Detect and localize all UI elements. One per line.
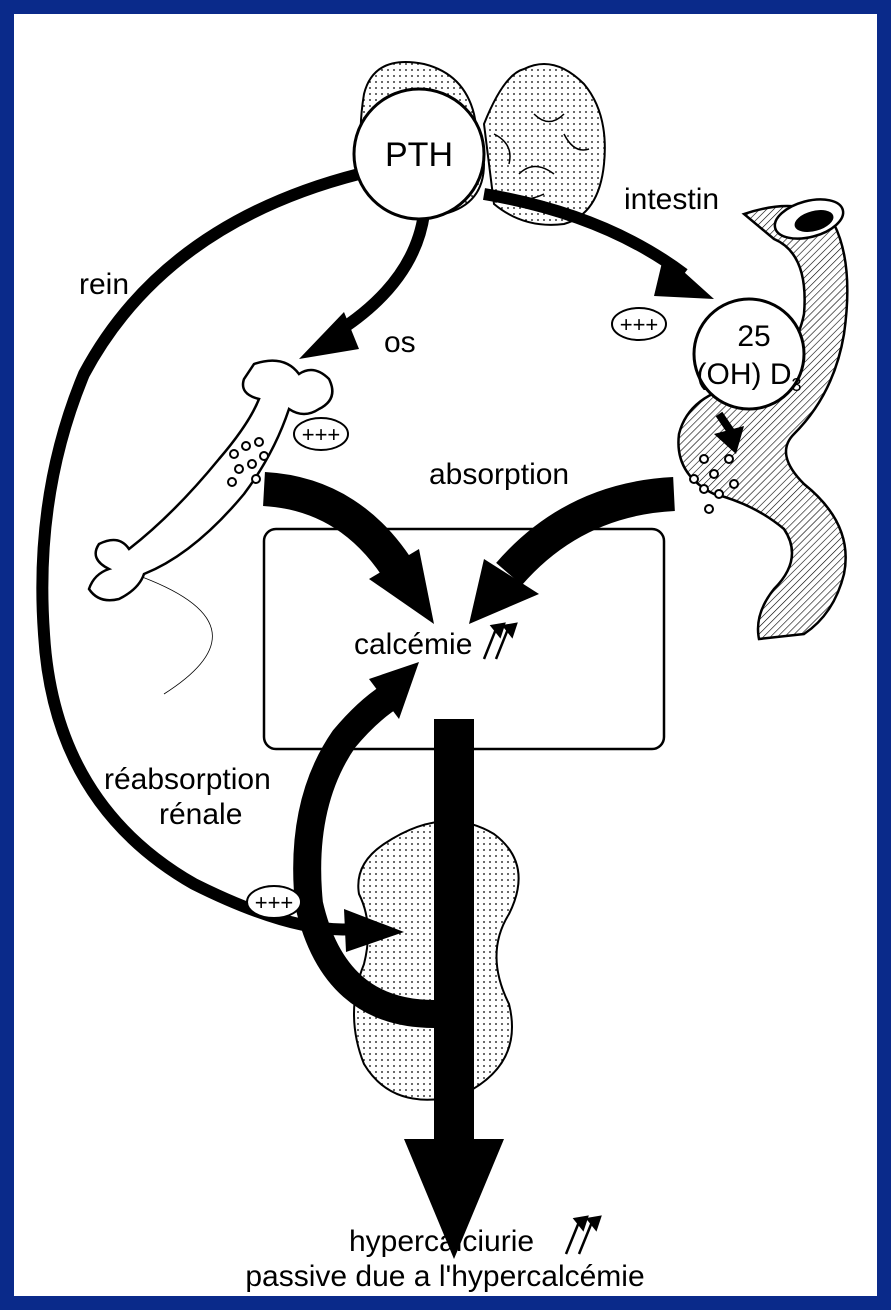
diagram-frame: PTH 25 (OH) D3 +++ +++ +++ intestin rein… <box>14 14 877 1296</box>
svg-text:+++: +++ <box>302 422 341 447</box>
diagram-canvas: PTH 25 (OH) D3 +++ +++ +++ intestin rein… <box>14 14 877 1296</box>
arrow-urine-shaft <box>434 719 474 1149</box>
arrow-os <box>334 214 424 334</box>
label-calcemie: calcémie <box>354 628 472 661</box>
plus-badge-intestin: +++ <box>612 308 666 340</box>
svg-text:+++: +++ <box>255 890 294 915</box>
vitd-circle <box>694 299 804 409</box>
label-passive: passive due a l'hypercalcémie <box>245 1260 644 1293</box>
label-os: os <box>384 326 416 359</box>
label-reabsorption-1: réabsorption <box>104 763 271 796</box>
label-absorption: absorption <box>429 458 569 491</box>
arrow-intestin-head <box>654 254 714 299</box>
label-reabsorption-2: rénale <box>159 798 242 831</box>
label-rein: rein <box>79 268 129 301</box>
pth-label: PTH <box>385 136 453 174</box>
background-arc <box>134 574 212 694</box>
label-intestin: intestin <box>624 183 719 216</box>
plus-badge-os: +++ <box>294 418 348 450</box>
intestine-icon <box>678 193 847 639</box>
plus-badge-rein: +++ <box>247 886 301 918</box>
vitd-label-line2: (OH) D3 <box>697 358 802 395</box>
label-hypercalciurie: hypercalciurie <box>349 1225 534 1258</box>
vitd-label-line1: 25 <box>737 320 770 353</box>
hypercalciurie-label-group: hypercalciurie <box>349 1217 600 1258</box>
increase-arrows-icon-2 <box>566 1217 600 1254</box>
svg-text:+++: +++ <box>620 312 659 337</box>
